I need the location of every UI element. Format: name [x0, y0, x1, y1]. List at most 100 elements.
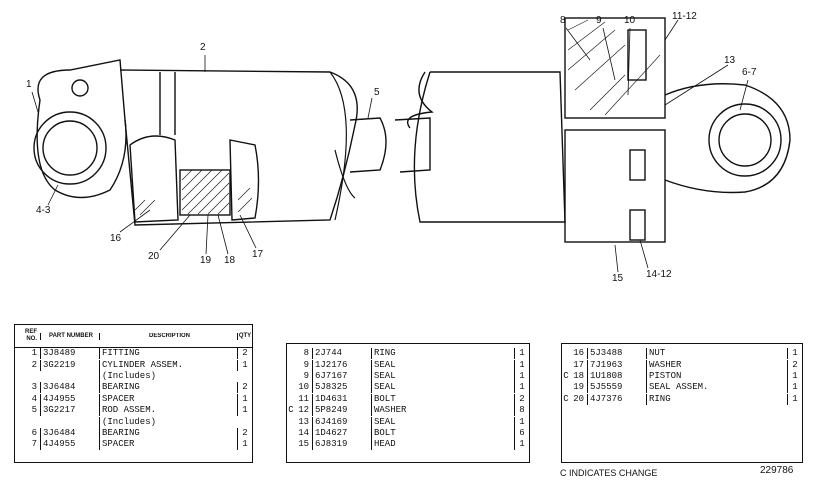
quantity: 1	[514, 416, 529, 428]
cylinder-drawing: 1 2 4-3 5 6-7 8 9 10 11-12 13 14-12 15 1…	[26, 12, 791, 284]
callout-20: 20	[148, 251, 160, 262]
table-row: (Includes)	[15, 370, 252, 382]
description: SEAL ASSEM.	[646, 382, 787, 394]
ref-number: 10	[298, 382, 309, 393]
barrel-right	[413, 71, 566, 223]
part-number: 4J4955	[40, 439, 99, 451]
ref-number: 8	[303, 348, 309, 359]
change-note: C INDICATES CHANGE	[560, 468, 658, 478]
quantity: 1	[514, 382, 529, 394]
illustration-number: 229786	[760, 465, 794, 476]
part-number: 6J8319	[312, 439, 371, 451]
quantity: 2	[237, 427, 252, 439]
head-flange	[564, 17, 666, 119]
right-bearing-outer	[708, 103, 782, 177]
change-mark: C	[563, 370, 569, 381]
header-qty: QTY	[237, 332, 252, 340]
ref-number: 11	[298, 393, 309, 404]
description: WASHER	[646, 359, 787, 371]
table-header: REF NO. PART NUMBER DESCRIPTION QTY	[15, 325, 252, 348]
description: BOLT	[371, 393, 514, 405]
callout-8: 8	[560, 15, 566, 26]
description: (Includes)	[99, 370, 237, 382]
callout-10: 10	[624, 15, 636, 26]
quantity: 1	[514, 370, 529, 382]
description: RING	[371, 348, 514, 360]
description: HEAD	[371, 439, 514, 451]
part-number: 6J7167	[312, 370, 371, 382]
description: FITTING	[99, 348, 237, 360]
right-bearing-inner	[718, 113, 772, 167]
part-number: 3G2217	[40, 405, 99, 417]
header-ref: REF NO.	[25, 329, 37, 342]
ref-number: 13	[298, 416, 309, 427]
part-number: 3J8489	[40, 348, 99, 360]
description: SEAL	[371, 370, 514, 382]
callout-19: 19	[200, 255, 212, 266]
description: SEAL	[371, 382, 514, 394]
ref-number: 14	[298, 427, 309, 438]
table-row: (Includes)	[15, 416, 252, 428]
quantity: 1	[237, 393, 252, 405]
ref-number: 6	[31, 427, 37, 438]
quantity: 2	[514, 393, 529, 405]
callout-14-12: 14-12	[646, 269, 672, 280]
part-number: 6J4169	[312, 416, 371, 428]
ref-number: 1	[31, 348, 37, 359]
part-number: 5J3488	[587, 348, 646, 360]
quantity: 1	[237, 405, 252, 417]
callout-4-3: 4-3	[36, 205, 51, 216]
left-bearing-outer	[33, 111, 107, 185]
description: BEARING	[99, 382, 237, 394]
part-number: 3G2219	[40, 359, 99, 371]
quantity: 1	[787, 348, 802, 360]
ref-number: 4	[31, 393, 37, 404]
callout-5: 5	[374, 87, 380, 98]
part-number: 3J6484	[40, 427, 99, 439]
quantity: 2	[237, 348, 252, 360]
head-bottom	[564, 129, 666, 243]
description: ROD ASSEM.	[99, 405, 237, 417]
part-number: 1D4631	[312, 393, 371, 405]
callout-17: 17	[252, 249, 264, 260]
callout-9: 9	[596, 15, 602, 26]
barrel-left	[119, 69, 358, 226]
callout-2: 2	[200, 42, 206, 53]
left-mount-hole	[71, 79, 89, 97]
quantity: 2	[237, 382, 252, 394]
description: WASHER	[371, 405, 514, 417]
quantity: 1	[514, 359, 529, 371]
change-mark: C	[288, 405, 294, 416]
description: NUT	[646, 348, 787, 360]
ref-number: 18	[573, 370, 584, 381]
ref-number: 12	[298, 405, 309, 416]
ref-number: 19	[573, 382, 584, 393]
part-number: 1D4627	[312, 427, 371, 439]
description: (Includes)	[99, 416, 237, 428]
ref-number: 5	[31, 405, 37, 416]
callout-1: 1	[26, 79, 32, 90]
quantity: 1	[514, 439, 529, 451]
quantity: 2	[787, 359, 802, 371]
description: RING	[646, 393, 787, 405]
quantity: 1	[787, 370, 802, 382]
ref-number: 9	[303, 359, 309, 370]
description: SEAL	[371, 359, 514, 371]
